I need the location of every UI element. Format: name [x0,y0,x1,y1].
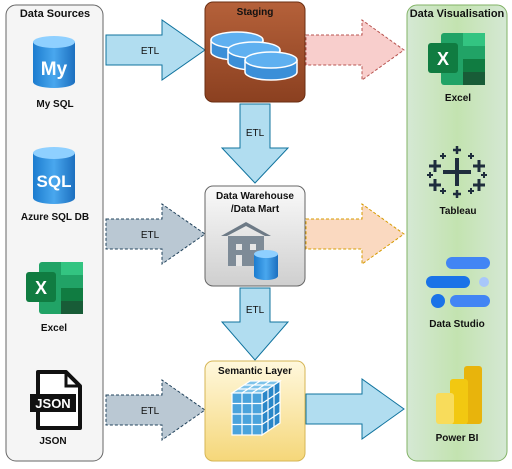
json-icon-text: JSON [35,396,70,411]
vis-label-power-bi: Power BI [436,433,479,444]
data-visualisation-panel: Data Visualisation X Excel [406,4,508,462]
vis-label-excel: Excel [445,93,471,104]
arrow-semantic-to-power-bi [305,378,405,440]
source-label-excel: Excel [41,323,67,334]
etl-arrow-warehouse-to-semantic: ETL [220,287,290,361]
semantic-title: Semantic Layer [218,366,292,377]
excel-icon: X [26,262,83,314]
etl-arrow-azure-to-warehouse: ETL [105,203,206,265]
etl-arrow-json-to-semantic: ETL [105,379,206,441]
json-icon: JSON [30,370,82,430]
etl-label: ETL [141,46,160,57]
staging-database-icon [210,31,298,81]
warehouse-title-line2: /Data Mart [231,204,280,215]
source-label-mysql: My SQL [36,99,73,110]
staging-box: Staging [204,1,306,103]
staging-title: Staging [237,7,274,18]
warehouse-database-icon [254,250,278,280]
excel-icon: X [428,33,485,85]
data-visualisation-title: Data Visualisation [410,8,505,20]
azure-sql-icon: SQL [33,147,75,204]
source-label-json: JSON [39,436,66,447]
svg-text:X: X [35,278,47,298]
azure-sql-icon-text: SQL [37,172,72,191]
etl-label: ETL [141,406,160,417]
etl-label: ETL [141,230,160,241]
vis-label-data-studio: Data Studio [429,319,485,330]
data-sources-title: Data Sources [20,8,90,20]
etl-label: ETL [246,128,265,139]
etl-arrow-mysql-to-staging: ETL [105,19,206,81]
arrow-staging-to-excel [305,19,405,81]
source-label-azure-sql: Azure SQL DB [21,212,89,223]
svg-text:X: X [437,49,449,69]
data-sources-panel: Data Sources My My SQL SQL Azure SQL DB … [5,4,104,462]
arrow-warehouse-to-visualisation [305,203,405,265]
data-studio-icon [426,257,490,308]
mysql-icon: My [33,36,75,88]
tableau-icon [427,146,487,198]
warehouse-title-line1: Data Warehouse [216,191,294,202]
etl-arrow-staging-to-warehouse: ETL [220,103,290,184]
vis-label-tableau: Tableau [439,206,476,217]
data-warehouse-box: Data Warehouse /Data Mart [204,185,306,287]
semantic-layer-box: Semantic Layer [204,360,306,462]
mysql-icon-text: My [41,59,68,80]
etl-label: ETL [246,305,265,316]
power-bi-icon [436,366,482,424]
cube-icon [230,379,282,437]
